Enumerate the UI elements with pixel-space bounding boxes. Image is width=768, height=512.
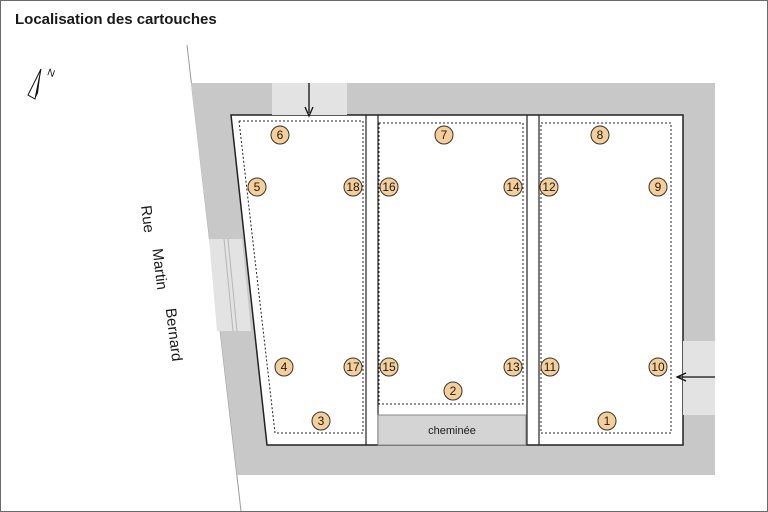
cartouche-marker: 4 xyxy=(274,357,294,377)
marker-circle xyxy=(379,357,399,377)
marker-circle xyxy=(648,177,668,197)
marker-number: 15 xyxy=(382,360,396,374)
marker-number: 4 xyxy=(281,360,288,374)
cartouche-marker: 15 xyxy=(379,357,399,377)
cartouche-marker: 7 xyxy=(434,125,454,145)
cartouche-marker: 14 xyxy=(503,177,523,197)
marker-circle xyxy=(648,357,668,377)
marker-number: 8 xyxy=(597,128,604,142)
building-interior xyxy=(230,114,684,446)
marker-circle xyxy=(311,411,331,431)
page-title: Localisation des cartouches xyxy=(15,11,217,28)
marker-number: 9 xyxy=(655,180,662,194)
opening-left xyxy=(209,239,251,331)
street-word: Bernard xyxy=(162,307,185,362)
marker-circle xyxy=(597,411,617,431)
marker-circle xyxy=(343,177,363,197)
street-word: Martin xyxy=(148,247,170,290)
cartouche-marker: 12 xyxy=(539,177,559,197)
marker-number: 16 xyxy=(382,180,396,194)
marker-number: 12 xyxy=(542,180,556,194)
room-outline-left xyxy=(238,120,364,434)
marker-number: 5 xyxy=(254,180,261,194)
marker-circle xyxy=(503,177,523,197)
room-outline-right xyxy=(540,122,672,434)
room-outline-middle xyxy=(378,122,524,405)
cartouche-marker: 2 xyxy=(443,381,463,401)
marker-number: 17 xyxy=(346,360,360,374)
cartouche-marker: 1 xyxy=(597,411,617,431)
cartouche-marker: 5 xyxy=(247,177,267,197)
cartouche-marker: 10 xyxy=(648,357,668,377)
marker-number: 14 xyxy=(506,180,520,194)
entry-arrow-top-head xyxy=(304,106,314,118)
marker-number: 13 xyxy=(506,360,520,374)
marker-number: 7 xyxy=(441,128,448,142)
marker-circle xyxy=(503,357,523,377)
marker-number: 2 xyxy=(450,384,457,398)
marker-number: 11 xyxy=(544,360,557,374)
chimney-label: cheminée xyxy=(428,425,476,437)
cartouche-marker: 18 xyxy=(343,177,363,197)
cartouche-marker: 3 xyxy=(311,411,331,431)
marker-circle xyxy=(539,177,559,197)
cartouche-marker: 9 xyxy=(648,177,668,197)
street-word: Rue xyxy=(137,204,157,233)
marker-circle xyxy=(590,125,610,145)
cartouche-marker: 6 xyxy=(270,125,290,145)
marker-circle xyxy=(540,357,560,377)
marker-number: 3 xyxy=(318,414,325,428)
marker-circle xyxy=(274,357,294,377)
marker-circle xyxy=(247,177,267,197)
chimney xyxy=(377,414,527,446)
opening-right xyxy=(683,341,715,415)
cartouche-marker: 13 xyxy=(503,357,523,377)
opening-left-line xyxy=(227,238,238,332)
marker-circle xyxy=(443,381,463,401)
marker-circle xyxy=(379,177,399,197)
marker-circle xyxy=(270,125,290,145)
street-name: Rue Martin Bernard xyxy=(137,204,185,362)
marker-number: 10 xyxy=(651,360,665,374)
cartouche-marker: 11 xyxy=(540,357,560,377)
marker-number: 6 xyxy=(277,128,284,142)
cartouche-marker: 8 xyxy=(590,125,610,145)
north-label: N xyxy=(46,67,57,80)
opening-left-line xyxy=(223,238,234,332)
marker-circle xyxy=(434,125,454,145)
marker-number: 18 xyxy=(346,180,360,194)
entry-arrow-right-head xyxy=(675,372,687,382)
north-arrow-icon: N xyxy=(27,67,57,100)
cartouche-marker: 17 xyxy=(343,357,363,377)
marker-circle xyxy=(343,357,363,377)
cartouche-marker: 16 xyxy=(379,177,399,197)
building-walls xyxy=(191,83,715,475)
marker-number: 1 xyxy=(604,414,611,428)
